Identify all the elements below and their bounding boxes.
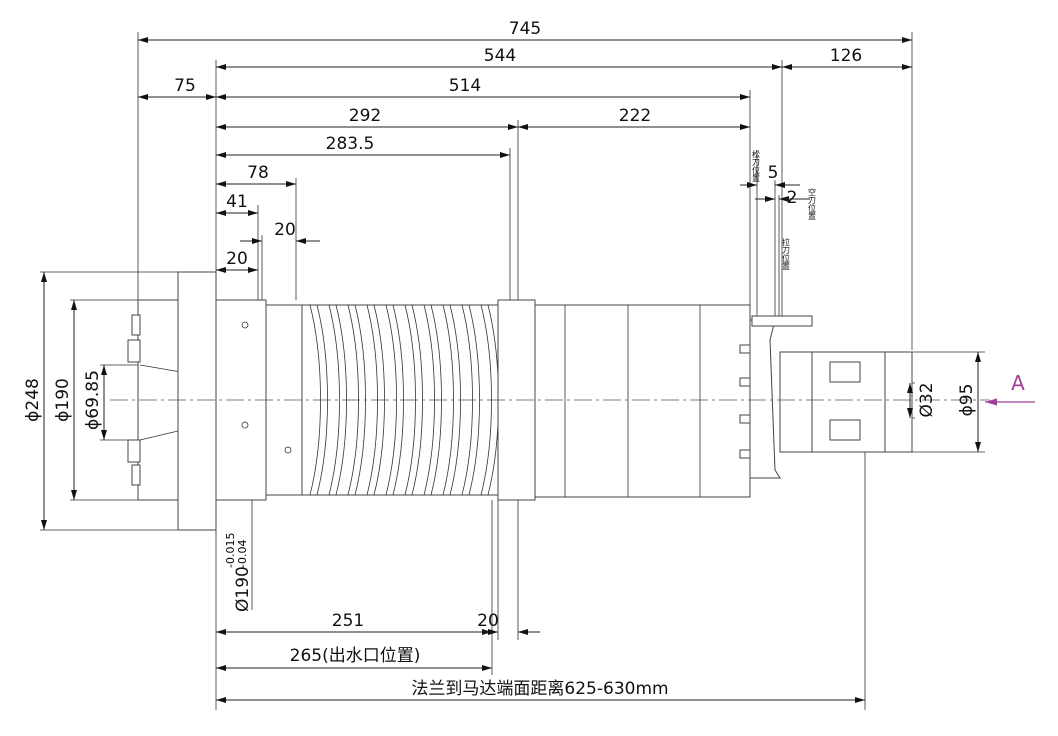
dim-dia-248: ϕ248 [23, 378, 43, 422]
dim-dia-95: ϕ95 [957, 384, 977, 417]
dim-dia-190-tol: Ø190 [233, 566, 253, 612]
dim-dia-32: Ø32 [917, 382, 937, 417]
release-position-label: 松刀位置 [752, 149, 761, 182]
dim-292: 292 [349, 106, 381, 126]
view-a-label: A [1011, 371, 1025, 395]
dim-flange-to-motor: 法兰到马达端面距离625-630mm [411, 679, 668, 699]
empty-position-label: 空刀位置 [808, 187, 817, 220]
dim-75: 75 [174, 76, 196, 96]
dim-222: 222 [619, 106, 651, 126]
dim-2: 2 [787, 188, 798, 208]
tol-upper: -0.015 [224, 533, 237, 568]
dim-126: 126 [830, 46, 862, 66]
dimension-labels: 745 544 126 75 514 292 222 283.5 78 41 2… [23, 19, 1025, 699]
dim-283-5: 283.5 [326, 134, 375, 154]
dim-514: 514 [449, 76, 481, 96]
dim-dia-69-85: ϕ69.85 [83, 370, 103, 430]
tol-lower: -0.04 [236, 540, 249, 568]
dim-dia-190: ϕ190 [53, 378, 73, 422]
clamp-position-label: 拉刀位置 [782, 237, 791, 270]
dim-41: 41 [226, 192, 248, 212]
dim-20-bottom: 20 [477, 611, 499, 631]
dim-544: 544 [484, 46, 516, 66]
dim-745: 745 [509, 19, 541, 39]
dim-78: 78 [247, 163, 269, 183]
dim-20-upper: 20 [274, 220, 296, 240]
dim-251: 251 [332, 611, 364, 631]
dim-5: 5 [768, 163, 779, 183]
dim-265: 265(出水口位置) [290, 646, 421, 666]
spindle-body [110, 271, 990, 531]
dim-20-lower: 20 [226, 249, 248, 269]
dimension-lines [41, 37, 981, 703]
extension-lines [40, 32, 985, 710]
